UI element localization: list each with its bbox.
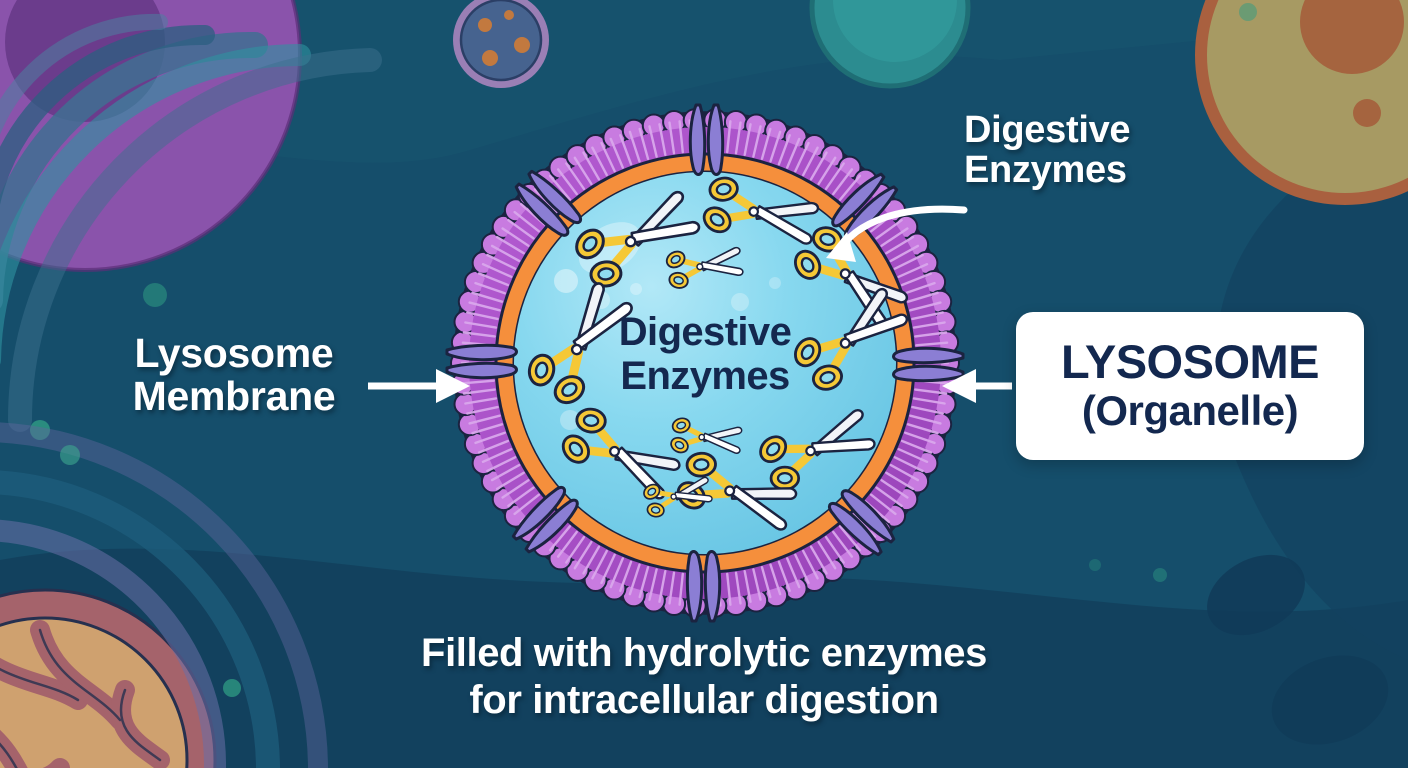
ribosome-dot <box>30 420 50 440</box>
label-lysosome-membrane: Lysosome Membrane <box>132 330 336 420</box>
label-digestive-enzymes-center: Digestive Enzymes <box>618 310 792 398</box>
caption-text: Filled with hydrolytic enzymes for intra… <box>421 631 987 723</box>
membrane-protein <box>828 489 896 557</box>
scissors-icon <box>643 476 713 518</box>
ribosome-dot <box>1239 3 1257 21</box>
callout-subtitle: (Organelle) <box>1081 387 1299 435</box>
ribosome-dot <box>143 283 167 307</box>
arrow-to-enzymes <box>826 205 968 262</box>
scissors-icon <box>527 282 633 405</box>
membrane-protein <box>514 169 582 237</box>
vesicle-granular <box>453 0 549 88</box>
vacuole-teal <box>809 0 971 89</box>
cytoplasm-blob <box>0 548 1408 768</box>
membrane-protein <box>688 103 725 176</box>
endoplasmic-reticulum <box>0 13 382 432</box>
arrow-to-membrane <box>368 369 470 403</box>
membrane-protein <box>892 346 965 383</box>
cytoplasm-blob <box>1271 655 1389 745</box>
callout-box-lysosome: LYSOSOME (Organelle) <box>1016 312 1364 460</box>
ribosome-dot <box>1089 559 1101 571</box>
membrane-protein <box>445 343 518 380</box>
scissors-icon <box>670 417 743 454</box>
label-digestive-enzymes-callout: Digestive Enzymes <box>964 109 1131 192</box>
membrane-protein <box>511 486 579 554</box>
scissors-icon <box>575 190 701 288</box>
membrane-proteins <box>445 103 965 623</box>
callout-title: LYSOSOME <box>1060 335 1320 389</box>
endoplasmic-reticulum <box>0 422 328 768</box>
scissors-icon <box>702 176 820 245</box>
cytoplasm-blob <box>1207 554 1305 636</box>
ribosome-dot <box>60 445 80 465</box>
cytoplasm-blob <box>0 0 1408 163</box>
ribosome-dot <box>1153 568 1167 582</box>
scissors-icon <box>794 287 908 391</box>
membrane-protein <box>685 550 722 623</box>
scissors-icon <box>665 246 744 289</box>
golgi-tan <box>1195 0 1408 205</box>
arrow-to-lysosome <box>942 369 1012 403</box>
scissors-icon <box>759 409 876 491</box>
enzyme-scissors-group <box>527 176 908 531</box>
ribosome-dot <box>223 679 241 697</box>
